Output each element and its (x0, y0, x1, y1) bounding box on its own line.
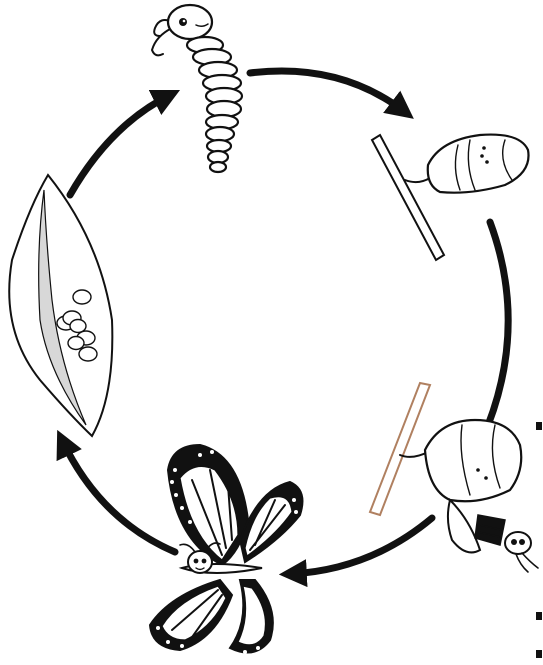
caterpillar-icon (152, 5, 242, 172)
arrow-chrysalis-to-emerging (482, 222, 508, 440)
leaf-with-eggs-icon (9, 175, 112, 436)
arrow-eggs-to-caterpillar (70, 95, 170, 195)
arrow-butterfly-to-eggs (62, 440, 175, 552)
chrysalis-icon (372, 135, 529, 260)
arrow-emerging-to-butterfly (290, 518, 432, 574)
arrow-caterpillar-to-chrysalis (250, 71, 405, 112)
edge-marks (536, 422, 542, 658)
